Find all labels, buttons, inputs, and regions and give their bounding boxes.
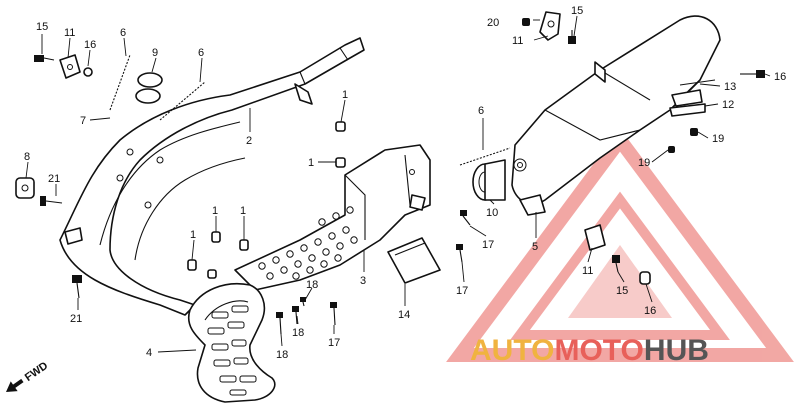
- callout-1e: 1: [240, 205, 246, 217]
- callout-16c: 16: [644, 305, 656, 317]
- watermark-auto: AUTO: [470, 334, 554, 367]
- callout-14: 14: [398, 309, 410, 321]
- callout-11b: 11: [512, 35, 523, 47]
- callout-3: 3: [360, 275, 366, 287]
- heat-guard-slots: [207, 305, 257, 396]
- callout-21b: 21: [70, 313, 82, 325]
- callout-18c: 18: [276, 349, 288, 361]
- callout-1a: 1: [342, 89, 348, 101]
- callout-18b: 18: [292, 327, 304, 339]
- gasket-part-14: [387, 237, 441, 284]
- heat-shield-perforations: [258, 206, 358, 280]
- callout-16a: 16: [84, 39, 96, 51]
- exhaust-pipe-part-2: [59, 37, 365, 316]
- callout-17c: 17: [456, 285, 468, 297]
- callout-1c: 1: [190, 229, 196, 241]
- heat-guard-part-4: [187, 283, 276, 403]
- callout-16b: 16: [774, 71, 786, 83]
- joint-pipe-part-10: [472, 159, 506, 201]
- watermark-hub: HUB: [644, 334, 709, 367]
- callout-12: 12: [722, 99, 734, 111]
- forward-direction-arrow: FWD: [6, 360, 50, 392]
- callout-19b: 19: [638, 157, 650, 169]
- callout-15b: 15: [571, 5, 583, 17]
- callout-labels: 15 11 16 6 9 6 7 2 1 1 8 21 1 1 1 3 21 1…: [24, 5, 786, 361]
- lower-right-clamp-hardware: [584, 224, 651, 285]
- bolt-part-21-upper: [40, 196, 63, 206]
- callout-6a: 6: [120, 27, 126, 39]
- watermark-triangle: [446, 128, 794, 362]
- callout-15c: 15: [616, 285, 628, 297]
- bolts-part-17: [330, 210, 471, 326]
- callout-6b: 6: [198, 47, 204, 59]
- svg-text:AUTOMOTOHUB: AUTOMOTOHUB: [470, 334, 709, 367]
- watermark-moto: MOTO: [554, 334, 643, 367]
- callout-7: 7: [80, 115, 86, 127]
- callout-8: 8: [24, 151, 30, 163]
- upper-right-clamp-hardware: [522, 11, 765, 153]
- ring-part-9: [135, 72, 163, 104]
- callout-11c: 11: [582, 265, 593, 277]
- spring-parts-6: [109, 54, 511, 166]
- clamp-part-11-upper-left: [59, 54, 81, 79]
- callout-15a: 15: [36, 21, 48, 33]
- callout-10: 10: [486, 207, 498, 219]
- callout-9: 9: [152, 47, 158, 59]
- callout-17a: 17: [328, 337, 340, 349]
- callout-6c: 6: [478, 105, 484, 117]
- bolt-part-15-upper-left: [34, 55, 55, 62]
- heat-shield-part-3: [234, 144, 431, 291]
- hardware-fasteners: [15, 11, 765, 335]
- callout-17b: 17: [482, 239, 494, 251]
- fwd-label: FWD: [23, 360, 50, 384]
- callout-18a: 18: [306, 279, 318, 291]
- washers-part-1: [187, 121, 346, 279]
- watermark-logo: AUTOMOTOHUB: [470, 334, 709, 367]
- muffler-part-5: [511, 15, 721, 216]
- callout-5: 5: [532, 241, 538, 253]
- nut-part-16-upper-left: [83, 67, 93, 77]
- callout-13: 13: [724, 81, 736, 93]
- clamp-part-8: [15, 177, 35, 199]
- callout-1d: 1: [212, 205, 218, 217]
- callout-11a: 11: [64, 27, 75, 39]
- callout-4: 4: [146, 347, 152, 359]
- bolt-part-21-lower: [72, 275, 82, 299]
- callout-19a: 19: [712, 133, 724, 145]
- callout-2: 2: [246, 135, 252, 147]
- bolts-part-18: [276, 297, 306, 335]
- callout-21a: 21: [48, 173, 60, 185]
- callout-20: 20: [487, 17, 499, 29]
- leader-lines: [25, 15, 771, 353]
- callout-1b: 1: [308, 157, 314, 169]
